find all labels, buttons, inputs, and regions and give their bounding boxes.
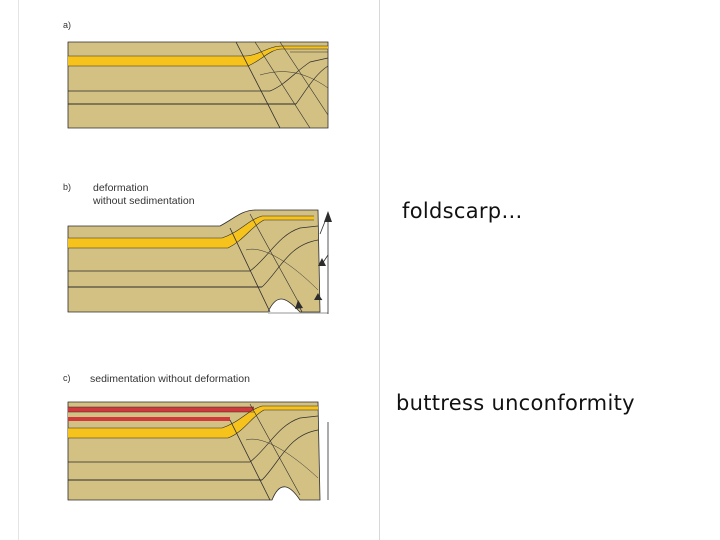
arrow-icon xyxy=(318,258,326,266)
arrow-icon xyxy=(295,300,303,309)
annotation-foldscarp: foldscarp… xyxy=(402,199,523,223)
panel-c-red-bed xyxy=(68,407,254,412)
panel-b-tan-block xyxy=(67,209,321,313)
panel-c-caption: sedimentation without deformation xyxy=(90,373,250,385)
arrow-icon xyxy=(314,293,322,300)
panel-b-yellow-bed xyxy=(68,216,314,248)
panel-c-label: c) xyxy=(63,373,71,383)
arrow-icon xyxy=(324,211,332,222)
panel-b-caption-line2: without sedimentation xyxy=(93,195,195,207)
panel-c-diagram xyxy=(67,401,329,501)
panel-b-label: b) xyxy=(63,182,72,192)
panel-a-tan-block xyxy=(67,41,329,129)
panel-a-label: a) xyxy=(63,20,72,30)
panel-c-tan-block xyxy=(67,401,321,501)
panel-b-caption-line1: deformation xyxy=(93,182,149,194)
annotation-buttress-unconformity: buttress unconformity xyxy=(396,391,635,415)
panel-b-diagram xyxy=(67,209,332,314)
panel-a-diagram xyxy=(67,41,329,129)
